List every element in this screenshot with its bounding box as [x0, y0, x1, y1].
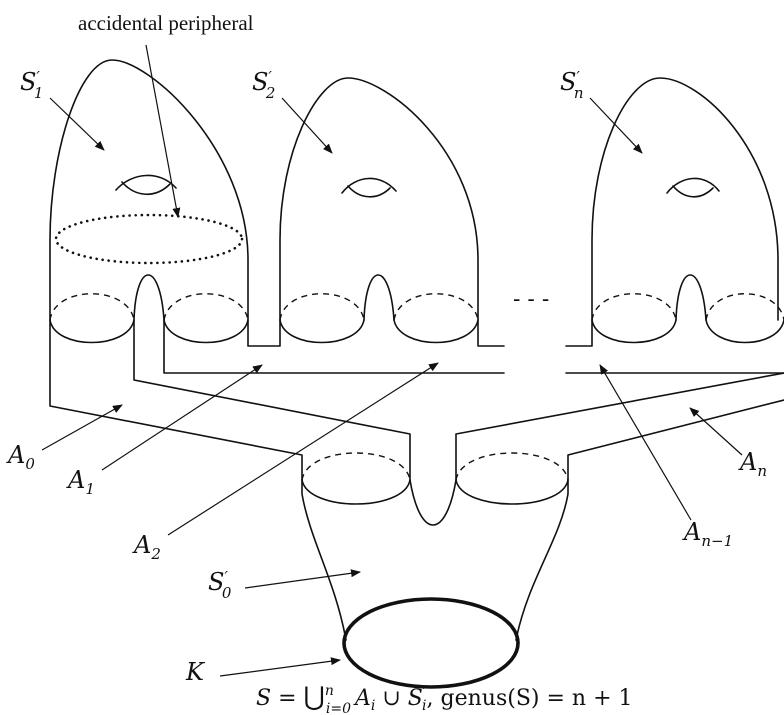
label-an: An [738, 448, 767, 480]
ellipsis-dashes: - - - [513, 287, 549, 312]
label-s2: S′2 [252, 68, 275, 102]
arrow-a1 [101, 364, 263, 471]
label-s1: S′1 [20, 68, 43, 102]
bottom-piece-s0 [301, 452, 569, 689]
label-s0: S′0 [208, 568, 232, 602]
arrow-s0 [244, 569, 361, 589]
label-a1: A1 [66, 466, 95, 498]
arrows [41, 44, 743, 677]
annotation-accidental-peripheral: accidental peripheral [78, 11, 254, 35]
handle-s1 [49, 59, 249, 321]
handle-s2 [279, 77, 479, 346]
arrow-an1 [599, 364, 692, 521]
arrow-a0 [41, 404, 123, 451]
label-a2: A2 [132, 531, 161, 563]
arrow-accidental-peripheral [145, 44, 181, 218]
label-sn: S′n [560, 68, 584, 102]
label-a0: A0 [6, 441, 35, 473]
arrow-an [689, 407, 743, 456]
arrow-sn [589, 97, 643, 154]
upper-openings [49, 274, 784, 344]
bands [49, 319, 784, 481]
arrow-k [219, 657, 341, 677]
accidental-peripheral-curve [54, 213, 244, 265]
label-an1: An−1 [682, 518, 733, 550]
curve-k [342, 597, 520, 689]
arrow-s2 [281, 97, 333, 154]
label-k: K [185, 658, 206, 686]
arrow-a2 [167, 362, 439, 536]
arrow-s1 [49, 97, 105, 151]
handle-sn [591, 77, 779, 321]
